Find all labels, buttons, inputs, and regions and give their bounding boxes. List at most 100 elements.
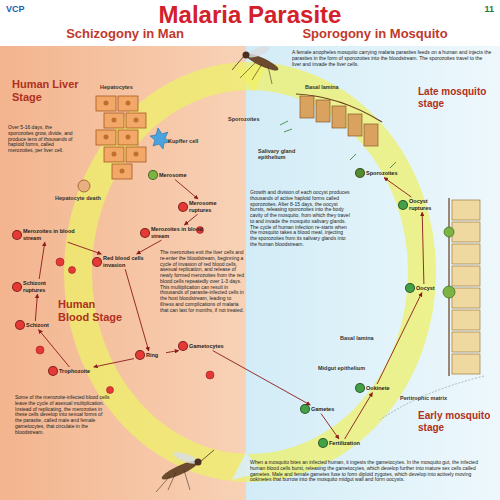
cycle-connector bbox=[175, 180, 198, 199]
stage-node: Schizont ruptures bbox=[12, 280, 64, 293]
sporozoite-marks bbox=[280, 121, 396, 168]
stage-node: Ring bbox=[135, 352, 165, 359]
subtitle: Schizogony in Man bbox=[20, 27, 230, 42]
stage-label: Red blood cells invasion bbox=[103, 255, 154, 268]
cell-icon bbox=[355, 383, 365, 393]
stage-node: Gametocytes bbox=[178, 343, 232, 350]
cycle-connector bbox=[384, 178, 411, 197]
liver-nuclei bbox=[104, 101, 139, 174]
cycle-connector bbox=[137, 240, 162, 254]
stage-label: Schizont ruptures bbox=[23, 280, 64, 293]
note-paragraph: When a mosquito bites an infected human,… bbox=[250, 460, 492, 483]
stage-node: Oocyst ruptures bbox=[398, 198, 446, 211]
note-paragraph: A female anopheles mosquito carrying mal… bbox=[292, 50, 492, 67]
cycle-connector bbox=[125, 269, 149, 351]
stage-node: Merosome bbox=[148, 172, 192, 179]
salivary-gland bbox=[300, 96, 378, 146]
cell-icon bbox=[178, 341, 188, 351]
kupffer-cell bbox=[150, 128, 170, 149]
part-label: Peritrophic matrix bbox=[400, 395, 450, 401]
part-label: Kupffer cell bbox=[168, 138, 208, 144]
stage-node: Fertilization bbox=[318, 440, 366, 447]
stage-label: Oocyst ruptures bbox=[409, 198, 446, 211]
stage-label: Ookinete bbox=[366, 385, 395, 392]
cycle-connector bbox=[94, 359, 134, 367]
stage-node: Gametes bbox=[300, 406, 336, 413]
part-label: Basal lamina bbox=[305, 84, 345, 90]
note-paragraph: Some of the merozoite-infected blood cel… bbox=[15, 395, 110, 435]
cycle-connector bbox=[184, 214, 197, 225]
cell-icon bbox=[398, 200, 408, 210]
stage-label: Merosome ruptures bbox=[189, 200, 236, 213]
cycle-connector bbox=[377, 293, 422, 384]
part-label: Hepatocytes bbox=[100, 84, 145, 90]
stage-label: Oocyst bbox=[416, 285, 443, 292]
part-label: Hepatocyte death bbox=[55, 195, 105, 201]
stage-heading: Human Blood Stage bbox=[58, 298, 128, 323]
cell-icon bbox=[405, 283, 415, 293]
header-band bbox=[0, 0, 500, 46]
stage-node: Merozoites in blood stream bbox=[140, 226, 210, 239]
cell-icon bbox=[12, 282, 22, 292]
cell-icon bbox=[15, 320, 25, 330]
title: Malaria Parasite bbox=[0, 1, 500, 29]
stage-node: Sporozoites bbox=[355, 170, 401, 177]
oocysts bbox=[443, 227, 455, 298]
page-number: 11 bbox=[466, 4, 494, 14]
cycle-connector bbox=[321, 414, 339, 439]
stage-label: Sporozoites bbox=[366, 170, 401, 177]
stage-heading: Early mosquito stage bbox=[418, 410, 496, 433]
stage-node: Merosome ruptures bbox=[178, 200, 236, 213]
cell-icon bbox=[178, 202, 188, 212]
note-paragraph: The merozoites exit the liver cells and … bbox=[160, 250, 245, 313]
midgut-wall bbox=[452, 200, 480, 374]
cell-icon bbox=[140, 228, 150, 238]
cell-icon bbox=[355, 168, 365, 178]
stage-label: Gametocytes bbox=[189, 343, 232, 350]
stage-label: Fertilization bbox=[329, 440, 366, 447]
logo: VCP bbox=[6, 4, 36, 14]
stage-label: Merozoites in blood stream bbox=[23, 228, 80, 241]
part-label: Salivary gland epithelium bbox=[258, 148, 318, 161]
subtitle: Sporogony in Mosquito bbox=[270, 27, 480, 42]
stage-label: Merozoites in blood stream bbox=[151, 226, 210, 239]
cycle-connector bbox=[422, 212, 424, 284]
cell-icon bbox=[48, 366, 58, 376]
cell-icon bbox=[12, 230, 22, 240]
note-paragraph: Over 5-16 days, the sporozoites grow, di… bbox=[8, 125, 74, 154]
dead-hepatocyte bbox=[78, 180, 90, 192]
stage-label: Trophozoite bbox=[59, 368, 98, 375]
part-label: Midgut epithelium bbox=[318, 365, 370, 371]
cycle-connector bbox=[39, 330, 70, 367]
cycle-connector bbox=[68, 242, 102, 254]
stage-node: Red blood cells invasion bbox=[92, 255, 154, 268]
stage-label: Gametes bbox=[311, 406, 336, 413]
cycle-connector bbox=[345, 393, 373, 439]
stage-node: Oocyst bbox=[405, 285, 443, 292]
cycle-connector bbox=[35, 294, 37, 321]
stage-node: Trophozoite bbox=[48, 368, 98, 375]
part-label: Basal lamina bbox=[340, 335, 380, 341]
human-background bbox=[0, 46, 246, 500]
stage-heading: Late mosquito stage bbox=[418, 86, 496, 109]
cell-icon bbox=[318, 438, 328, 448]
cycle-connector bbox=[166, 351, 179, 353]
cell-icon bbox=[148, 170, 158, 180]
cell-icon bbox=[92, 257, 102, 267]
stage-heading: Human Liver Stage bbox=[12, 78, 82, 103]
part-label: Sporozoites bbox=[228, 116, 268, 122]
stage-label: Ring bbox=[146, 352, 165, 359]
stage-node: Schizont bbox=[15, 322, 55, 329]
cell-icon bbox=[135, 350, 145, 360]
note-paragraph: Growth and division of each oocyst produ… bbox=[250, 190, 350, 248]
stage-label: Schizont bbox=[26, 322, 55, 329]
basal-lamina-line bbox=[296, 94, 382, 122]
mosquito-bottom bbox=[156, 450, 214, 492]
cycle-connector bbox=[39, 242, 45, 279]
cell-icon bbox=[300, 404, 310, 414]
stage-label: Merosome bbox=[159, 172, 192, 179]
liver-cells bbox=[96, 96, 146, 179]
